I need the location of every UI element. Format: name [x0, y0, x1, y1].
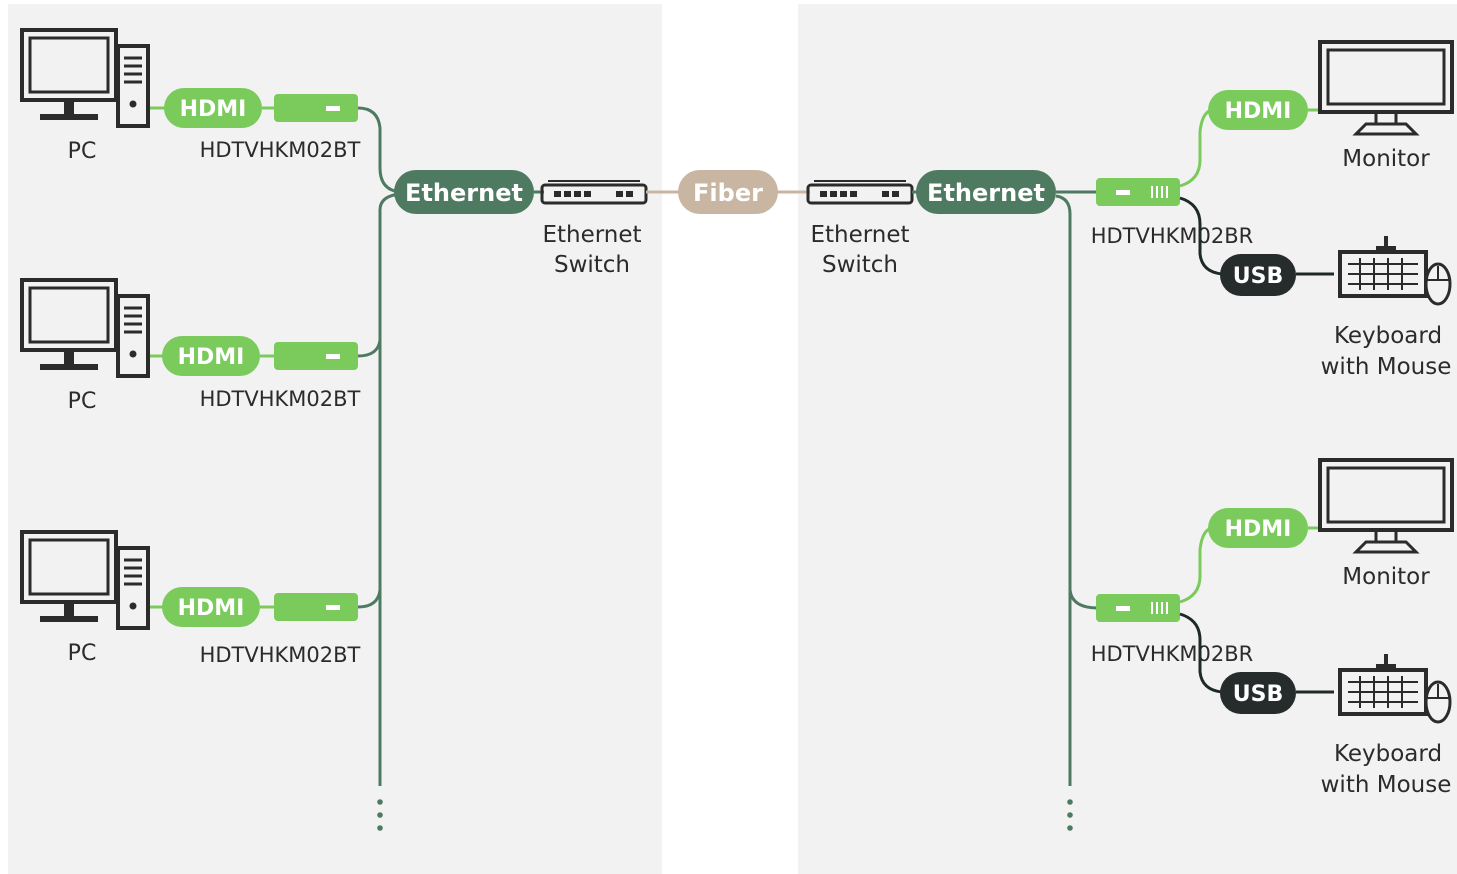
transmitter-device — [274, 94, 358, 122]
ethernet-switch-left-label-line2: Switch — [554, 252, 630, 278]
receiver-label: HDTVHKM02BR — [1091, 642, 1254, 666]
ethernet-badge-left-label: Ethernet — [405, 179, 523, 207]
hdmi-badge-label: HDMI — [178, 596, 245, 621]
source-row-1: PC HDMI HDTVHKM02BT — [20, 28, 361, 164]
monitor-icon — [1318, 458, 1454, 554]
transmitter-label: HDTVHKM02BT — [200, 387, 361, 411]
ethernet-badge-left — [394, 170, 534, 214]
ethernet-badge-right-label: Ethernet — [927, 179, 1045, 207]
pc-icon — [20, 278, 150, 378]
fiber-link: Fiber — [646, 170, 810, 214]
keyboard-label-line2: with Mouse — [1321, 772, 1452, 798]
transmitter-label: HDTVHKM02BT — [200, 138, 361, 162]
pc-icon — [20, 530, 150, 630]
right-network-group: Ethernet Switch Ethernet — [806, 170, 1056, 278]
left-network-group: Ethernet Ethernet Switch — [394, 170, 648, 278]
fiber-badge — [678, 170, 778, 214]
monitor-label: Monitor — [1342, 564, 1430, 590]
keyboard-mouse-icon — [1338, 652, 1452, 724]
pc-label: PC — [68, 389, 97, 414]
keyboard-label-line1: Keyboard — [1334, 741, 1442, 767]
pc-label: PC — [68, 641, 97, 666]
transmitter-device — [274, 342, 358, 370]
hdmi-badge-label: HDMI — [1225, 99, 1292, 124]
ethernet-switch-right-icon — [806, 179, 914, 205]
receiver-label: HDTVHKM02BR — [1091, 224, 1254, 248]
hdmi-badge-label: HDMI — [180, 97, 247, 122]
keyboard-label-line1: Keyboard — [1334, 323, 1442, 349]
right-dots — [1067, 799, 1073, 831]
usb-badge-label: USB — [1233, 682, 1283, 707]
transmitter-device — [274, 593, 358, 621]
pc-label: PC — [68, 139, 97, 164]
receiver-side-panel — [798, 4, 1457, 874]
ethernet-badge-right — [916, 170, 1056, 214]
hdmi-badge — [1208, 90, 1308, 130]
hdmi-badge — [1208, 508, 1308, 548]
hdmi-badge-label: HDMI — [178, 345, 245, 370]
right-ethernet-trunk — [1055, 190, 1099, 786]
left-ethernet-trunk — [357, 106, 401, 786]
pc-icon — [20, 28, 150, 128]
receiver-row-2: HDTVHKM02BR HDMI Monitor USB Keyboard wi… — [1091, 458, 1454, 798]
hdmi-badge — [162, 587, 260, 627]
usb-badge — [1220, 672, 1296, 714]
usb-badge — [1220, 254, 1296, 296]
receiver-row-1: HDTVHKM02BR HDMI Monitor USB Keyboard wi… — [1091, 40, 1454, 380]
receiver-device — [1096, 594, 1180, 622]
transmitter-label: HDTVHKM02BT — [200, 643, 361, 667]
keyboard-label-line2: with Mouse — [1321, 354, 1452, 380]
hdmi-badge — [164, 88, 262, 128]
fiber-badge-label: Fiber — [693, 179, 763, 207]
monitor-label: Monitor — [1342, 146, 1430, 172]
hdmi-badge-label: HDMI — [1225, 517, 1292, 542]
ethernet-switch-right-label-line1: Ethernet — [810, 222, 909, 248]
hdmi-badge — [162, 336, 260, 376]
transmitter-side-panel — [8, 4, 662, 874]
left-dots — [377, 799, 383, 831]
source-row-3: PC HDMI HDTVHKM02BT — [20, 530, 361, 667]
receiver-device — [1096, 178, 1180, 206]
source-row-2: PC HDMI HDTVHKM02BT — [20, 278, 361, 414]
keyboard-mouse-icon — [1338, 234, 1452, 306]
ethernet-switch-right-label-line2: Switch — [822, 252, 898, 278]
monitor-icon — [1318, 40, 1454, 136]
ethernet-switch-left-label-line1: Ethernet — [542, 222, 641, 248]
ethernet-switch-left-icon — [540, 179, 648, 205]
usb-badge-label: USB — [1233, 264, 1283, 289]
